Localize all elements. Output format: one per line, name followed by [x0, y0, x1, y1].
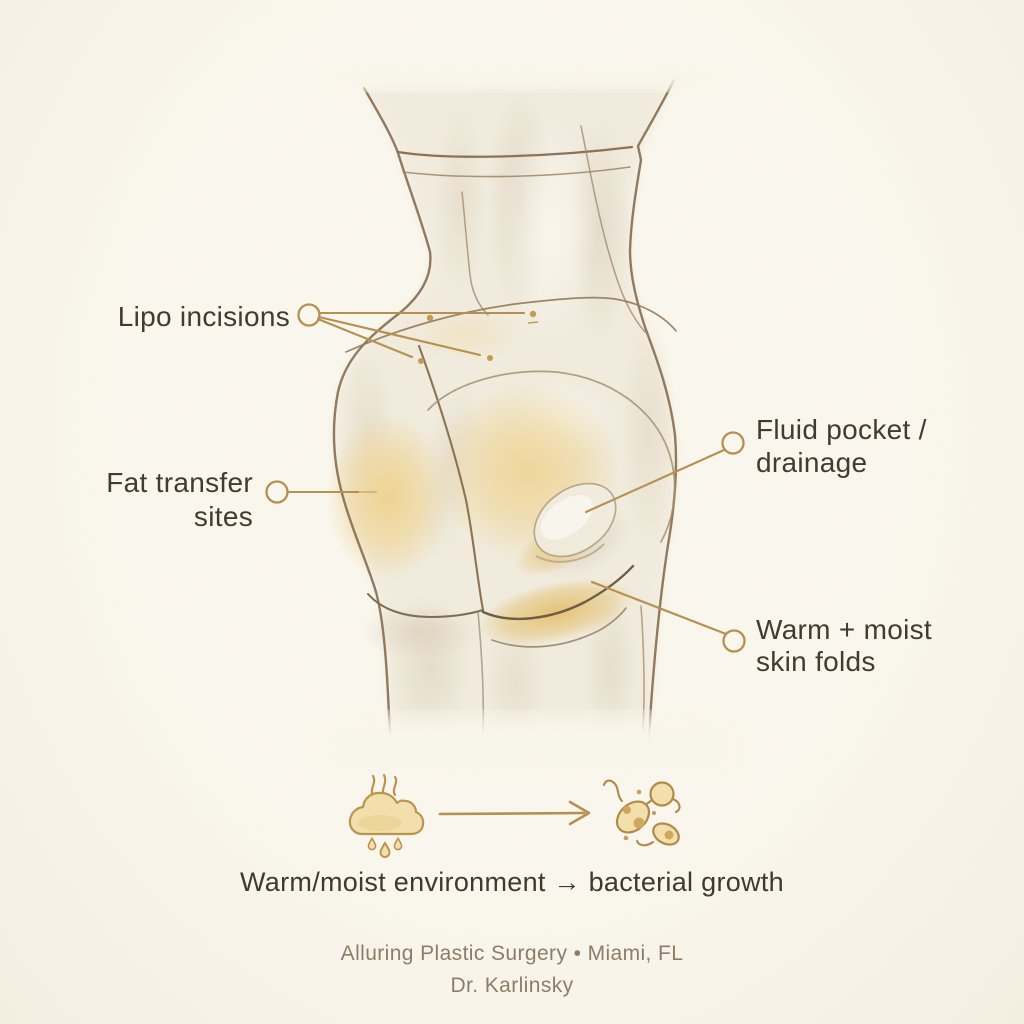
- fluid-pocket-label: Fluid pocket / drainage: [756, 414, 927, 478]
- warm-moist-label: Warm + moist skin folds: [756, 614, 933, 677]
- doctor-name: Dr. Karlinsky: [450, 974, 574, 997]
- lipo-incisions-label: Lipo incisions: [117, 301, 290, 332]
- process-caption: Warm/moist environment → bacterial growt…: [240, 867, 784, 897]
- clinic-name: Alluring Plastic Surgery • Miami, FL: [340, 942, 684, 965]
- fat-transfer-label: Fat transfer sites: [106, 467, 253, 532]
